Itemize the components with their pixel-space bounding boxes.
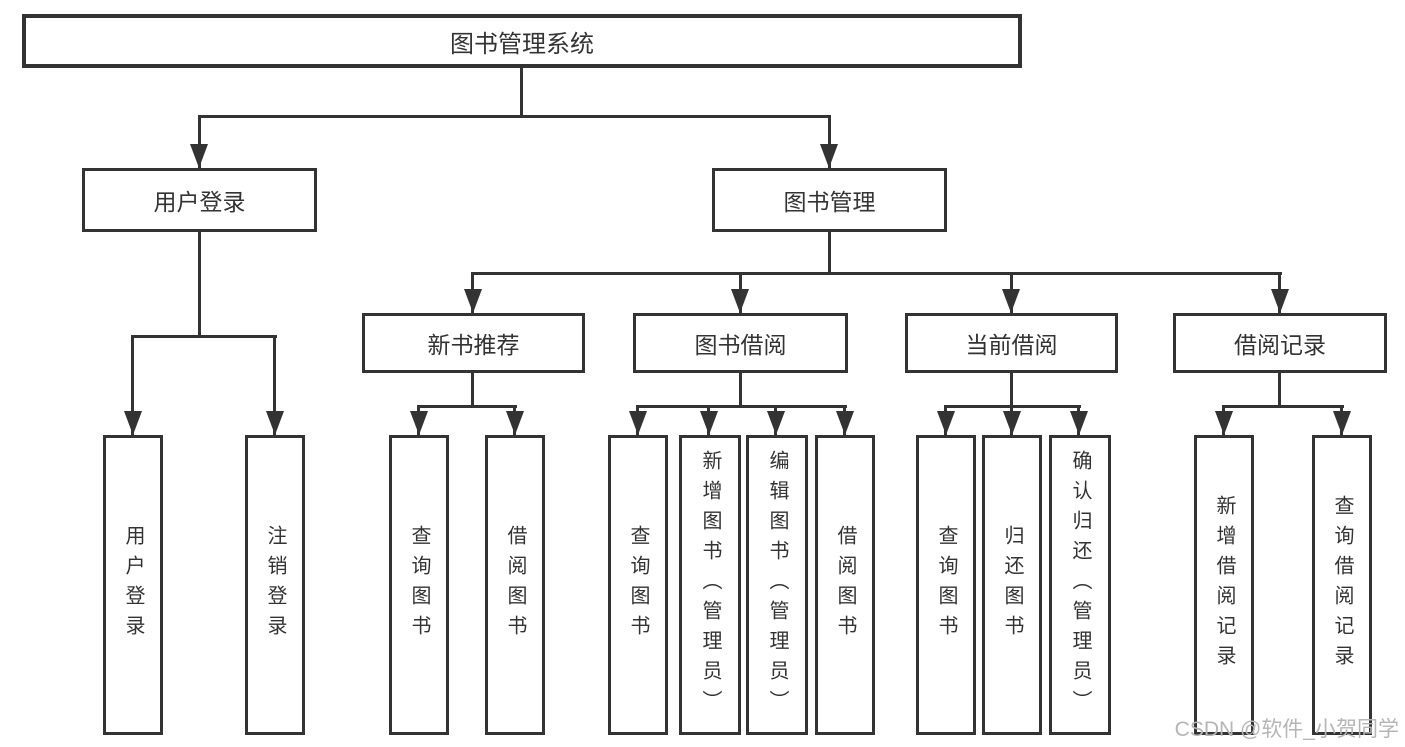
arrow-down-icon [266,411,284,435]
node-leaf-borrow-query-books: 查询图书 [608,435,668,735]
node-new-book-recommend-label: 新书推荐 [427,332,520,358]
arrow-down-icon [731,289,749,313]
node-leaf-current-confirm-return-admin: 确认归还（管理员） [1049,435,1111,735]
connector-borrow-bus [636,405,847,408]
node-book-management-label: 图书管理 [783,189,876,215]
node-leaf-recommend-borrow-books: 借阅图书 [485,435,545,735]
connector-current-stem [1010,373,1013,408]
node-leaf-record-query-borrow-record-label: 查询借阅记录 [1331,495,1353,675]
arrow-down-icon [410,411,428,435]
connector-level3-bus [471,272,1282,275]
arrow-down-icon [1271,289,1289,313]
arrow-down-icon [506,411,524,435]
node-leaf-logout: 注销登录 [245,435,305,735]
connector-drop-logout-leaf [273,335,276,435]
arrow-down-icon [1215,411,1233,435]
node-leaf-current-query-books: 查询图书 [916,435,976,735]
node-leaf-borrow-add-books-admin-label: 新增图书（管理员） [699,450,721,720]
node-leaf-current-return-books: 归还图书 [982,435,1042,735]
connector-book-management-stem [828,232,831,275]
node-borrow-record: 借阅记录 [1173,313,1387,373]
connector-user-login-bus [131,335,277,338]
node-borrow-record-label: 借阅记录 [1234,332,1326,358]
node-book-management: 图书管理 [712,168,947,232]
connector-borrow-stem [739,373,742,408]
node-leaf-borrow-add-books-admin: 新增图书（管理员） [679,435,741,735]
arrow-down-icon [836,411,854,435]
node-leaf-borrow-query-books-label: 查询图书 [627,525,649,645]
node-leaf-recommend-query-books-label: 查询图书 [408,525,430,645]
node-leaf-user-login-label: 用户登录 [122,525,144,645]
node-leaf-current-return-books-label: 归还图书 [1001,525,1023,645]
node-user-login-label: 用户登录 [153,189,246,215]
node-leaf-borrow-edit-books-admin: 编辑图书（管理员） [746,435,808,735]
connector-drop-user-login-leaf [131,335,134,435]
arrow-down-icon [937,411,955,435]
connector-user-login-stem [198,232,201,338]
arrow-down-icon [767,411,785,435]
csdn-watermark: CSDN @软件_小贺同学 [1174,718,1399,741]
connector-drop-book-management [828,115,831,168]
node-root-label: 图书管理系统 [450,30,594,58]
node-leaf-current-confirm-return-admin-label: 确认归还（管理员） [1069,450,1091,720]
node-book-borrow: 图书借阅 [633,313,848,373]
node-leaf-record-add-borrow-record-label: 新增借阅记录 [1213,495,1235,675]
arrow-down-icon [124,411,142,435]
node-leaf-borrow-borrow-books-label: 借阅图书 [834,525,856,645]
connector-recommend-bus [417,405,517,408]
node-leaf-user-login: 用户登录 [103,435,163,735]
node-root: 图书管理系统 [22,14,1022,68]
node-leaf-record-add-borrow-record: 新增借阅记录 [1194,435,1254,735]
node-leaf-logout-label: 注销登录 [264,525,286,645]
arrow-down-icon [1070,411,1088,435]
node-user-login: 用户登录 [82,168,317,232]
node-current-borrow: 当前借阅 [905,313,1118,373]
connector-recommend-stem [471,373,474,408]
arrow-down-icon [190,144,208,168]
arrow-down-icon [1002,289,1020,313]
connector-level2-bus [198,115,831,118]
node-leaf-record-query-borrow-record: 查询借阅记录 [1312,435,1372,735]
connector-drop-user-login [198,115,201,168]
arrow-down-icon [1003,411,1021,435]
node-new-book-recommend: 新书推荐 [362,313,585,373]
arrow-down-icon [700,411,718,435]
node-leaf-current-query-books-label: 查询图书 [935,525,957,645]
arrow-down-icon [820,144,838,168]
node-leaf-recommend-query-books: 查询图书 [389,435,449,735]
node-book-borrow-label: 图书借阅 [694,332,787,358]
arrow-down-icon [1333,411,1351,435]
connector-record-stem [1278,373,1281,408]
arrow-down-icon [629,411,647,435]
arrow-down-icon [464,289,482,313]
node-leaf-borrow-edit-books-admin-label: 编辑图书（管理员） [766,450,788,720]
node-leaf-borrow-borrow-books: 借阅图书 [815,435,875,735]
node-leaf-recommend-borrow-books-label: 借阅图书 [504,525,526,645]
connector-root-stem [520,68,523,118]
connector-record-bus [1222,405,1344,408]
node-current-borrow-label: 当前借阅 [965,332,1058,358]
